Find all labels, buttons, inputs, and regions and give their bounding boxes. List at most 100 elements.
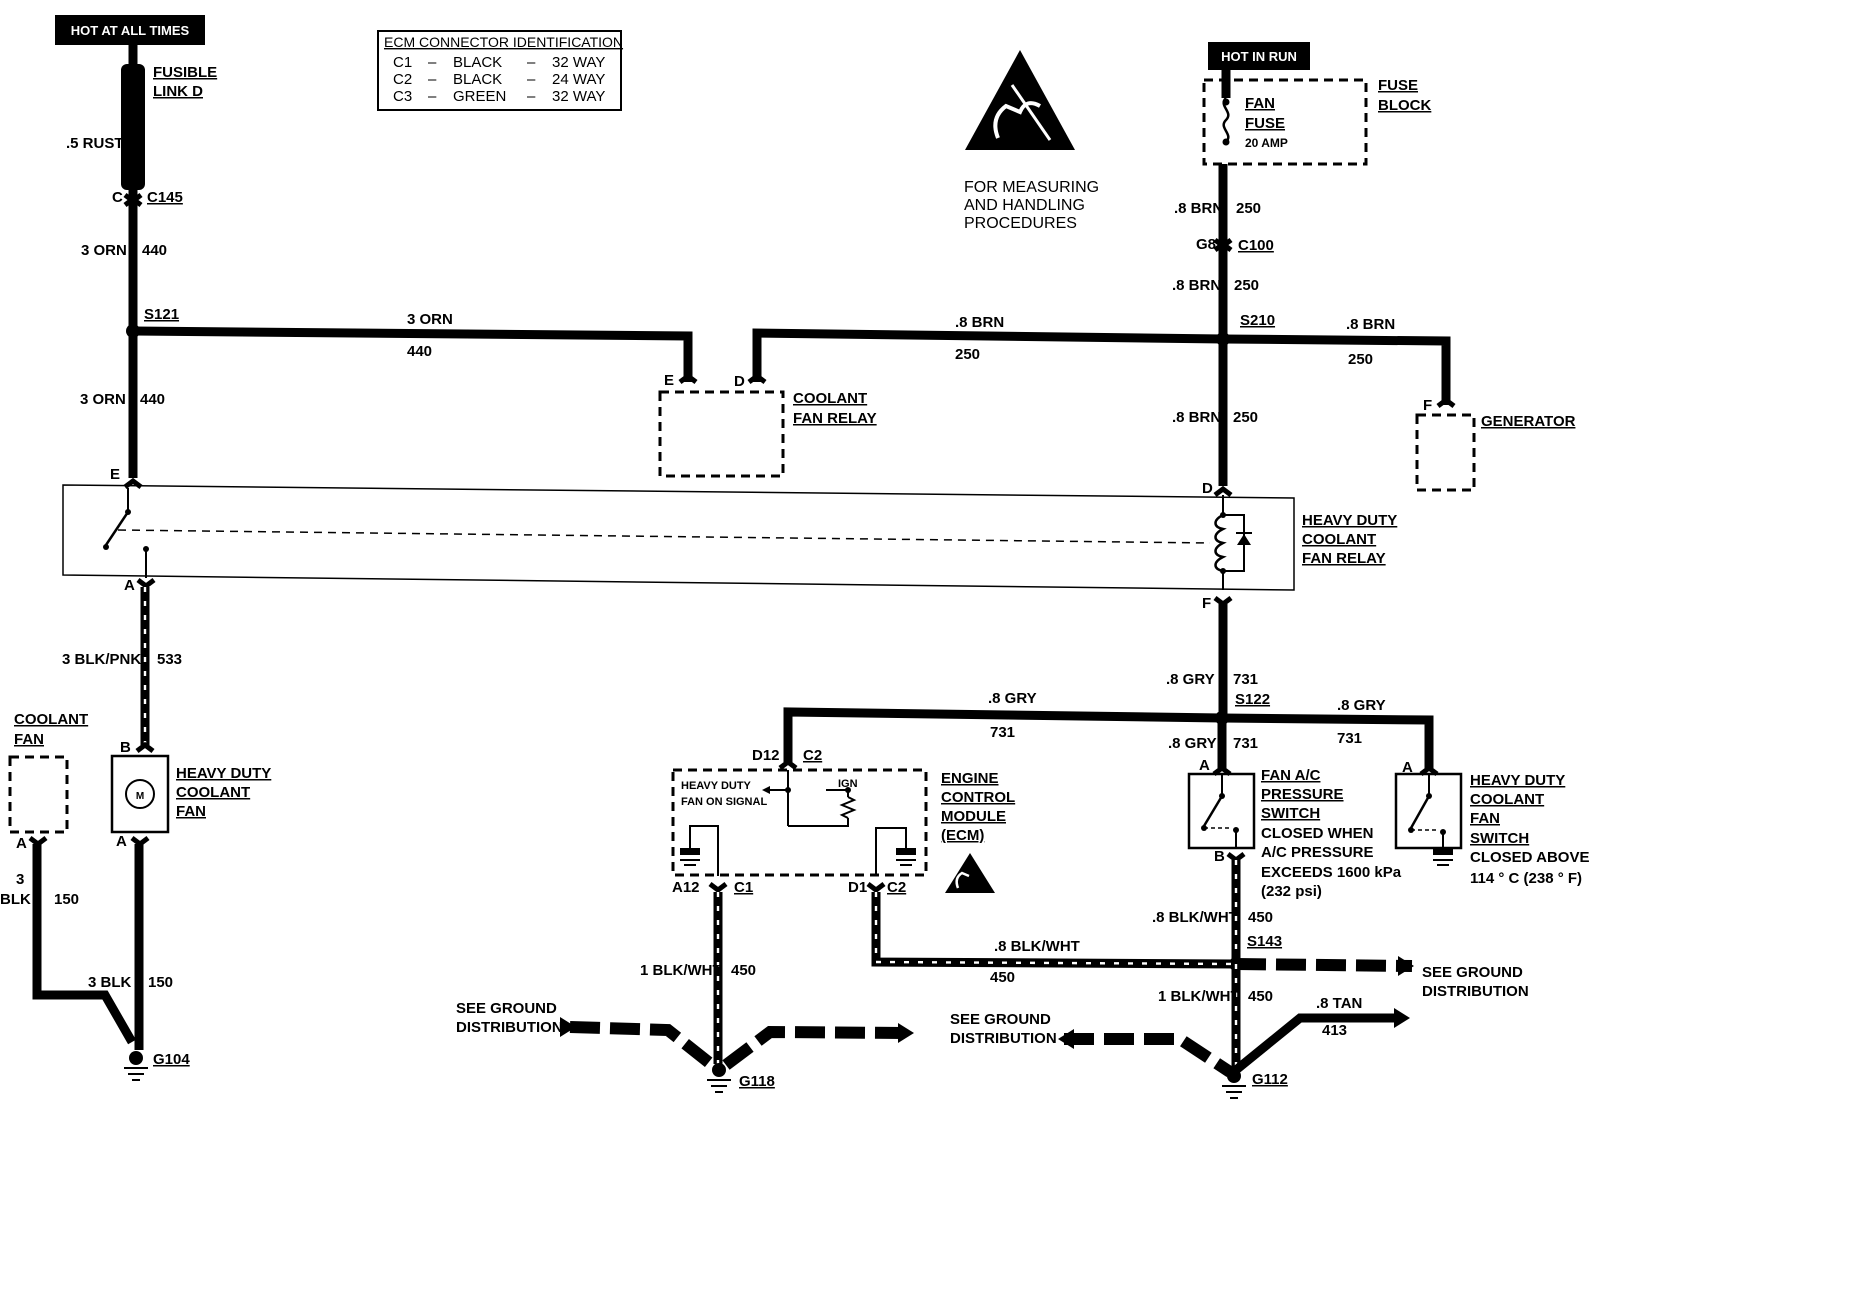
ecm-ground-icon — [680, 848, 700, 855]
hd-switch-pin-a: A — [1402, 759, 1413, 776]
motor-icon — [125, 779, 155, 809]
wire-tan-413 — [1233, 1013, 1394, 1074]
ecm-label1: ENGINE — [941, 770, 999, 787]
hd-fan-pin-b: B — [120, 739, 131, 756]
fusible-link-d — [121, 64, 145, 190]
fuse-block-label2: BLOCK — [1378, 97, 1431, 114]
wire-label-450-3: 450 — [1248, 988, 1273, 1005]
engine-control-module — [671, 768, 928, 877]
wire-label-731-2: 731 — [990, 724, 1015, 741]
ecm-signal-arrow — [762, 786, 770, 794]
wire-label-250: 250 — [1236, 200, 1261, 217]
ecm-conn-c1: C1 — [734, 879, 753, 896]
ground-dist-label5: SEE GROUND — [456, 1000, 557, 1017]
wire-label-731-3: 731 — [1337, 730, 1362, 747]
c145-pin-label: C — [112, 189, 123, 206]
hd-relay-contact — [104, 511, 130, 546]
ground-dist-label1: SEE GROUND — [1422, 964, 1523, 981]
hd-relay-label3: FAN RELAY — [1302, 550, 1386, 567]
wire-label-gry-4: .8 GRY — [1168, 735, 1217, 752]
wire-label-gry-2: .8 GRY — [988, 690, 1037, 707]
esd-note-line2: AND HANDLING — [964, 197, 1085, 214]
ecm-label2: CONTROL — [941, 789, 1015, 806]
ecm-connector-table: ECM CONNECTOR IDENTIFICATION C1 – BLACK … — [377, 30, 623, 111]
hd-switch-label4: SWITCH — [1470, 830, 1529, 847]
ground-g118-icon — [707, 1079, 731, 1093]
ecm-table-conn: C1 — [393, 54, 412, 71]
ecm-pin-a12: A12 — [672, 879, 700, 896]
hd-relay-coil — [1214, 513, 1227, 573]
wire-label-440: 440 — [142, 242, 167, 259]
wire-gry-731-to-ecm — [783, 707, 1223, 762]
hd-relay-pin-a: A — [124, 577, 135, 594]
ecm-table-conn: C2 — [393, 71, 412, 88]
wire-label-brn-5: .8 BRN — [1172, 409, 1221, 426]
hd-fan-label2: COOLANT — [176, 784, 250, 801]
wire-label-250-5: 250 — [1233, 409, 1258, 426]
wire-label-450-2: 450 — [990, 969, 1015, 986]
c100-pin-label: G8 — [1196, 236, 1216, 253]
wire-label-orn-3: 3 ORN — [80, 391, 126, 408]
wire-label-250-4: 250 — [1348, 351, 1373, 368]
wire-label-blk-wht1-2: 1 BLK/WHT — [640, 962, 722, 979]
hd-switch-ground-icon — [1433, 848, 1453, 855]
wire-label-tan: .8 TAN — [1316, 995, 1362, 1012]
ac-switch-pin-b: B — [1214, 848, 1225, 865]
ecm-table-dash: – — [527, 54, 536, 71]
g104-label: G104 — [153, 1051, 190, 1068]
wire-ground-dist-s143 — [1235, 958, 1413, 972]
wire-blk-150-coolant-fan — [32, 844, 136, 1045]
ecm-table-ways: 32 WAY — [552, 88, 605, 105]
wire-label-450-4: 450 — [731, 962, 756, 979]
ac-switch-note3: EXCEEDS 1600 kPa — [1261, 864, 1402, 881]
wire-label-731: 731 — [1233, 671, 1258, 688]
ecm-table-dash: – — [428, 54, 437, 71]
coolant-fan-relay — [658, 390, 785, 478]
ecm-table-color: GREEN — [453, 88, 506, 105]
coolant-fan-pin-a: A — [16, 835, 27, 852]
wire-label-blk-wht1: 1 BLK/WHT — [1158, 988, 1240, 1005]
ecm-ground-icon-2 — [896, 848, 916, 855]
connector-c100-symbol — [1213, 238, 1233, 252]
ecm-label4: (ECM) — [941, 827, 984, 844]
g112-label: G112 — [1252, 1071, 1288, 1088]
wire-brn-250-to-generator — [1222, 334, 1451, 405]
s143-label: S143 — [1247, 933, 1282, 950]
coolant-fan-relay-pins — [678, 372, 767, 384]
ecm-pin-d1: D1 — [848, 879, 867, 896]
ecm-pin-d12: D12 — [752, 747, 780, 764]
wire-label-gry: .8 GRY — [1166, 671, 1215, 688]
hd-relay-diode — [1237, 534, 1251, 545]
fusible-link-label2: LINK D — [153, 83, 203, 100]
coolant-fan-relay-label1: COOLANT — [793, 390, 867, 407]
wire-brn-250-to-relay — [752, 328, 1224, 382]
fan-fuse-label2: FUSE — [1245, 115, 1285, 132]
wire-label-orn: 3 ORN — [81, 242, 127, 259]
wire-ground-dist-g118-left — [569, 1021, 716, 1070]
wire-label-150: 150 — [54, 891, 79, 908]
hd-switch-label1: HEAVY DUTY — [1470, 772, 1565, 789]
ecm-ign-label: IGN — [838, 778, 858, 790]
ac-switch-pin-a: A — [1199, 757, 1210, 774]
hd-switch-note1: CLOSED ABOVE — [1470, 849, 1589, 866]
hd-fan-pin-a: A — [116, 833, 127, 850]
ecm-signal-label1: HEAVY DUTY — [681, 780, 752, 792]
ecm-table-dash: – — [428, 88, 437, 105]
s122-label: S122 — [1235, 691, 1270, 708]
ecm-table-title: ECM CONNECTOR IDENTIFICATION — [384, 34, 623, 50]
c145-label: C145 — [147, 189, 183, 206]
c100-label: C100 — [1238, 237, 1274, 254]
hd-relay-linkage — [117, 529, 1211, 544]
wire-ground-dist-g112 — [1064, 1033, 1234, 1078]
generator-pin-f: F — [1423, 397, 1432, 414]
esd-warning-icon — [965, 50, 1075, 150]
hd-switch-note2: 114 ° C (238 ° F) — [1470, 870, 1582, 887]
hd-relay-label2: COOLANT — [1302, 531, 1376, 548]
wire-label-blk-wht8: .8 BLK/WHT — [1152, 909, 1238, 926]
hd-coolant-fan-relay — [62, 484, 1295, 591]
hd-switch-contact — [1409, 795, 1431, 829]
ground-g104-node — [129, 1051, 143, 1065]
ac-switch-contact — [1202, 795, 1224, 827]
wire-label-brn-2: .8 BRN — [1172, 277, 1221, 294]
generator-pin — [1436, 396, 1456, 408]
